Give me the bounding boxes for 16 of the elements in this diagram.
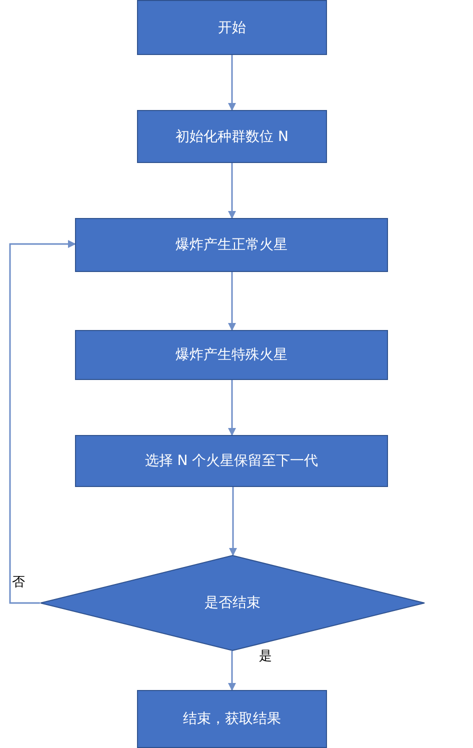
process-box: 爆炸产生正常火星 <box>75 218 388 272</box>
process-box: 结束，获取结果 <box>137 690 327 748</box>
arrow <box>228 163 236 219</box>
edge-label: 是 <box>258 647 273 665</box>
arrow <box>228 272 236 331</box>
edge-label: 否 <box>11 573 26 591</box>
arrow <box>228 380 236 436</box>
decision-diamond: 是否结束 <box>40 555 425 651</box>
arrow <box>229 487 237 556</box>
arrow <box>9 240 76 604</box>
arrow <box>228 55 236 111</box>
process-box: 初始化种群数位 N <box>137 110 327 163</box>
process-box: 爆炸产生特殊火星 <box>75 330 388 380</box>
process-box: 选择 N 个火星保留至下一代 <box>75 435 388 487</box>
arrow <box>228 651 236 691</box>
process-box: 开始 <box>137 0 327 55</box>
